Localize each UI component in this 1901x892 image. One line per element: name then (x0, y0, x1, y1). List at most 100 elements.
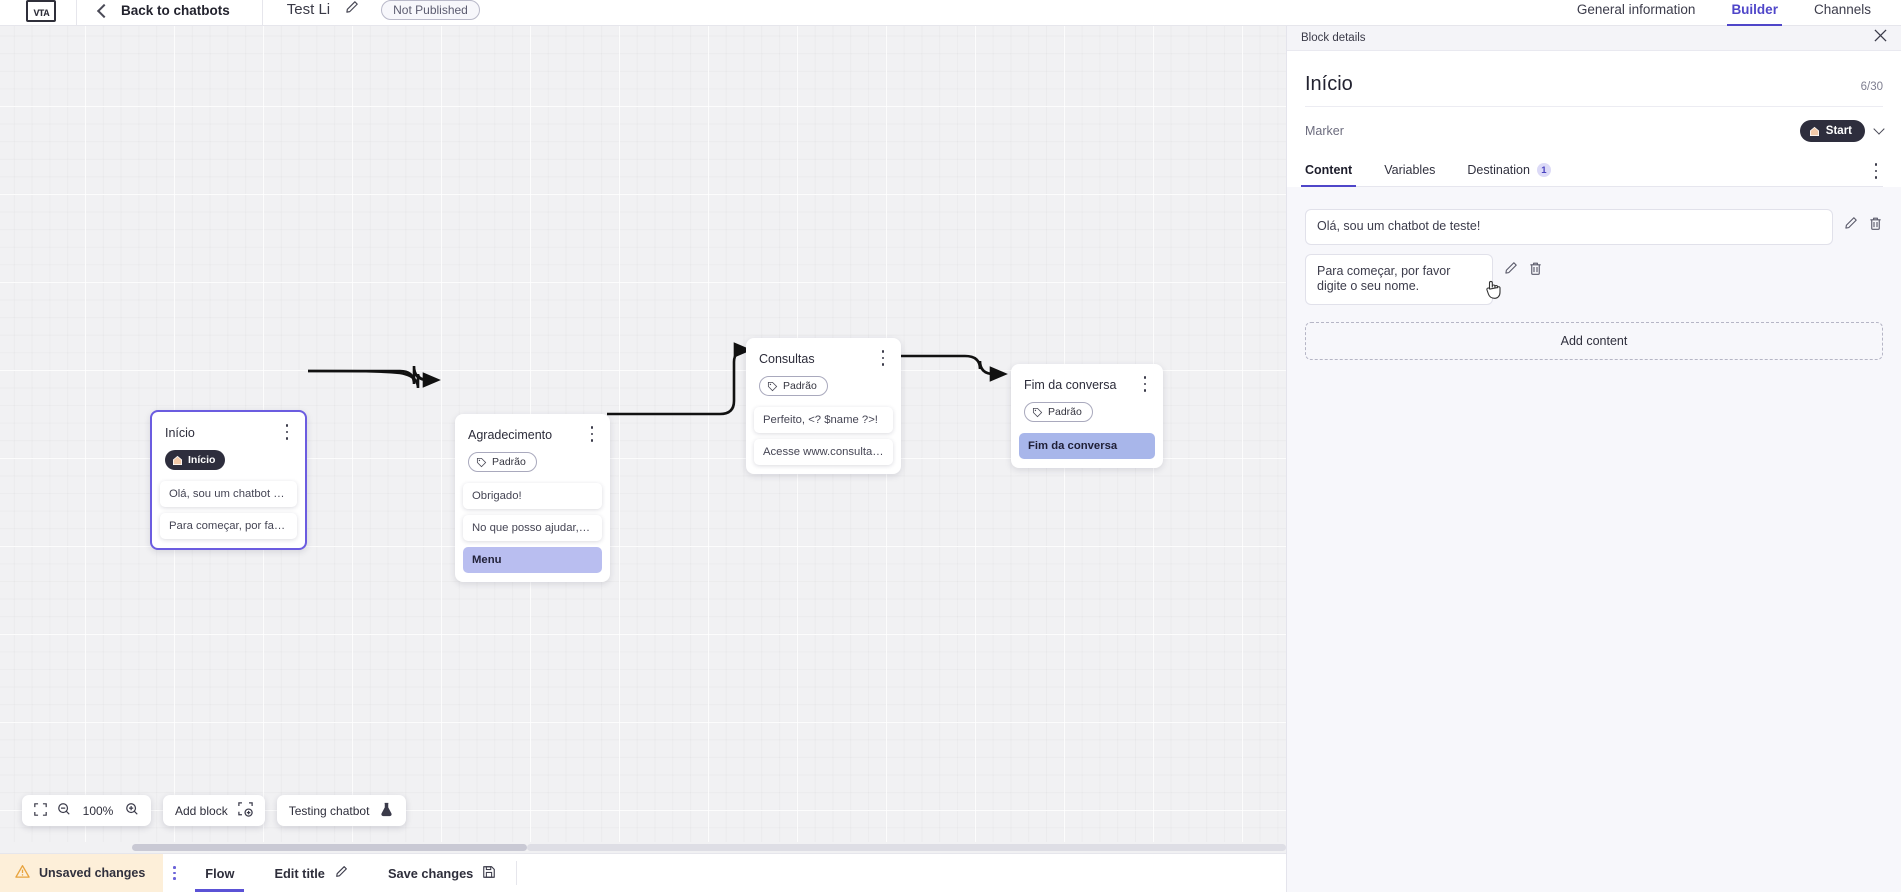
block-message[interactable]: Para começar, por favor digite o ... (160, 512, 297, 539)
delete-trash-icon[interactable] (1868, 216, 1883, 236)
block-message[interactable]: No que posso ajudar, <? $name ... (463, 514, 602, 541)
panel-header: Block details (1287, 26, 1901, 51)
block-details-panel: Block details Início 6/30 Marker Start (1286, 26, 1901, 892)
block-badge-row: Padrão (1011, 394, 1163, 433)
block-badge-row: Padrão (746, 368, 901, 407)
home-icon (172, 455, 183, 465)
bottom-bar-spacer (517, 854, 1286, 892)
tab-variables-label: Variables (1384, 163, 1436, 177)
tab-destination[interactable]: Destination 1 (1467, 156, 1551, 186)
top-tabs: General information Builder Channels (1577, 0, 1901, 26)
flow-block-fim-da-conversa[interactable]: Fim da conversa Padrão Fim da conversa (1011, 364, 1163, 468)
flow-block-consultas[interactable]: Consultas Padrão Perfeito, <? $name ?>! … (746, 338, 901, 474)
save-changes-label: Save changes (387, 865, 474, 881)
block-title: Início (165, 426, 195, 440)
tab-builder[interactable]: Builder (1727, 2, 1782, 26)
block-header: Consultas (746, 338, 901, 368)
block-message-end[interactable]: Fim da conversa (1019, 432, 1155, 459)
testing-chatbot-label: Testing chatbot (288, 803, 370, 818)
hscrollbar-track[interactable] (527, 844, 1286, 851)
panel-body: Início 6/30 Marker Start Content Variabl… (1287, 51, 1901, 187)
block-message[interactable]: Acesse www.consultas.com par... (754, 438, 893, 465)
chevron-down-icon[interactable] (1873, 123, 1885, 135)
add-block-button[interactable]: Add block (163, 795, 265, 826)
canvas-hscrollbar[interactable] (0, 842, 1286, 853)
block-message[interactable]: Olá, sou um chatbot de teste! (160, 480, 297, 507)
add-block-icon (237, 801, 253, 820)
destination-count-badge: 1 (1536, 163, 1551, 177)
default-badge-label: Padrão (783, 380, 817, 392)
flow-block-inicio[interactable]: Início Início Olá, sou um chatbot de tes… (150, 410, 307, 550)
marker-value: Start (1825, 125, 1852, 137)
block-menu-kebab-icon[interactable] (585, 426, 599, 442)
marker-select[interactable]: Start (1799, 120, 1865, 142)
delete-trash-icon[interactable] (1528, 261, 1543, 281)
block-menu-kebab-icon[interactable] (876, 350, 890, 366)
edit-title-button[interactable]: Edit title (254, 854, 367, 892)
add-content-button[interactable]: Add content (1305, 321, 1883, 360)
panel-menu-kebab-icon[interactable] (1869, 163, 1883, 179)
bottom-menu-kebab-icon[interactable] (163, 854, 185, 892)
close-icon[interactable] (1874, 29, 1887, 47)
start-badge: Início (165, 450, 226, 470)
top-bar: VTA Back to chatbots Test Li Not Publish… (0, 0, 1901, 26)
edit-pencil-icon[interactable] (1503, 261, 1518, 281)
home-icon (1809, 126, 1819, 136)
block-header: Fim da conversa (1011, 364, 1163, 394)
block-message-menu[interactable]: Menu (463, 546, 602, 573)
block-messages: Obrigado! No que posso ajudar, <? $name … (455, 482, 610, 582)
edit-pencil-icon[interactable] (1843, 216, 1858, 236)
panel-block-name: Início (1305, 73, 1353, 95)
block-menu-kebab-icon[interactable] (1138, 376, 1152, 392)
char-count: 6/30 (1860, 81, 1883, 93)
flask-icon (379, 802, 394, 820)
content-item: Para começar, por favor digite o seu nom… (1305, 253, 1883, 305)
hscrollbar-thumb[interactable] (132, 844, 527, 851)
tab-general-information[interactable]: General information (1576, 2, 1696, 17)
block-message[interactable]: Obrigado! (463, 482, 602, 509)
flow-label: Flow (205, 865, 235, 881)
content-text[interactable]: Olá, sou um chatbot de teste! (1305, 209, 1833, 245)
fit-screen-icon[interactable] (34, 802, 47, 819)
chevron-left-icon[interactable] (96, 3, 112, 18)
default-badge-label: Padrão (1048, 406, 1082, 418)
zoom-out-icon[interactable] (57, 802, 71, 819)
pencil-icon (334, 865, 348, 882)
unsaved-changes-indicator: Unsaved changes (0, 854, 164, 892)
block-messages: Olá, sou um chatbot de teste! Para começ… (152, 480, 305, 548)
logo-glyph: VTA (33, 8, 49, 20)
block-messages: Fim da conversa (1011, 432, 1163, 468)
bottom-tab-flow[interactable]: Flow (185, 854, 254, 892)
flow-canvas[interactable]: Início Início Olá, sou um chatbot de tes… (0, 26, 1286, 853)
block-header: Agradecimento (455, 414, 610, 444)
panel-header-title: Block details (1301, 32, 1366, 44)
tab-content-label: Content (1305, 163, 1353, 177)
block-messages: Perfeito, <? $name ?>! Acesse www.consul… (746, 406, 901, 474)
back-to-chatbots-link[interactable]: Back to chatbots (121, 3, 230, 18)
divider (516, 861, 518, 885)
panel-tabs: Content Variables Destination 1 (1300, 156, 1883, 187)
tag-icon (1032, 407, 1043, 417)
testing-chatbot-button[interactable]: Testing chatbot (276, 795, 407, 826)
tag-icon (476, 457, 487, 467)
flow-block-agradecimento[interactable]: Agradecimento Padrão Obrigado! No que po… (455, 414, 610, 582)
edit-title-label: Edit title (274, 865, 325, 881)
tab-channels[interactable]: Channels (1813, 2, 1871, 17)
status-badge: Not Published (381, 0, 480, 20)
default-badge: Padrão (1024, 402, 1093, 422)
save-changes-button[interactable]: Save changes (368, 854, 516, 892)
block-message[interactable]: Perfeito, <? $name ?>! (754, 406, 893, 433)
tab-variables[interactable]: Variables (1384, 156, 1435, 186)
warning-icon (15, 864, 30, 882)
block-badge-row: Padrão (455, 444, 610, 483)
edit-title-pencil-icon[interactable] (344, 0, 359, 20)
tab-content[interactable]: Content (1300, 156, 1357, 187)
chatbot-builder-logo[interactable]: VTA (26, 0, 56, 22)
zoom-controls: 100% (22, 795, 151, 826)
tab-destination-label: Destination (1467, 163, 1530, 177)
panel-title-row: Início 6/30 (1305, 51, 1883, 107)
zoom-in-icon[interactable] (125, 802, 139, 819)
block-menu-kebab-icon[interactable] (280, 424, 294, 440)
content-text[interactable]: Para começar, por favor digite o seu nom… (1305, 253, 1493, 305)
